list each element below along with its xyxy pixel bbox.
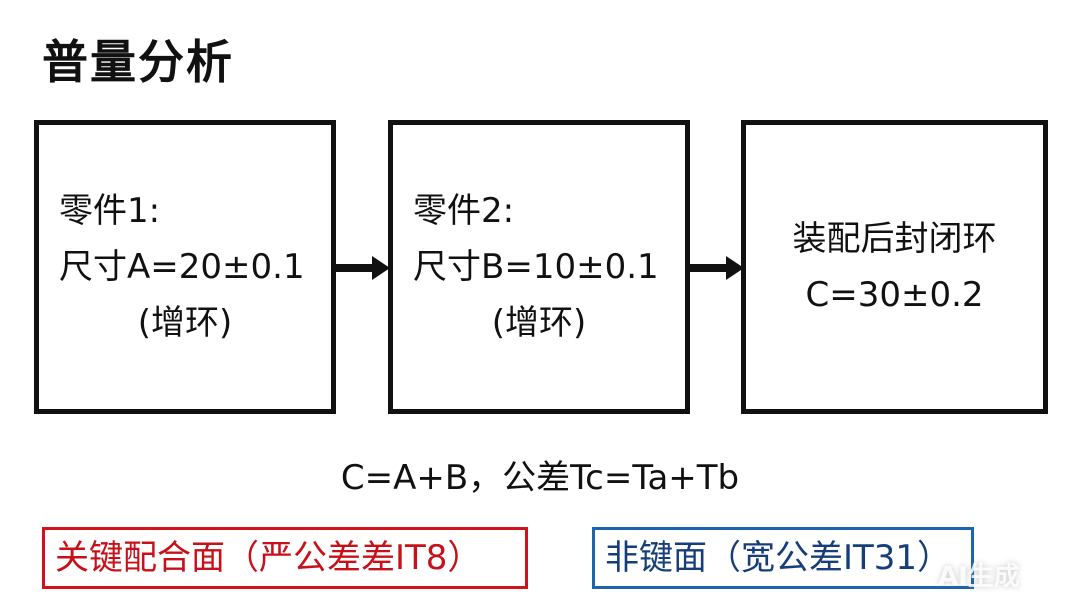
part1-dimension: 尺寸A=20±0.1 bbox=[59, 247, 305, 287]
part2-type: (增环) bbox=[491, 303, 587, 343]
noncritical-surface-tag: 非键面（宽公差IT31） bbox=[592, 527, 974, 589]
closed-loop-label: 装配后封闭环 bbox=[792, 219, 997, 259]
arrow-icon bbox=[336, 256, 390, 280]
watermark: AI生成 bbox=[938, 562, 1020, 592]
part1-type: (增环) bbox=[137, 303, 233, 343]
page-title: 普量分析 bbox=[42, 35, 234, 89]
closed-loop-box: 装配后封闭环 C=30±0.2 bbox=[741, 120, 1048, 414]
part2-box: 零件2: 尺寸B=10±0.1 (增环) bbox=[388, 120, 690, 414]
part2-label: 零件2: bbox=[413, 191, 515, 231]
part1-label: 零件1: bbox=[59, 191, 161, 231]
formula: C=A+B，公差Tc=Ta+Tb bbox=[340, 458, 740, 498]
part2-dimension: 尺寸B=10±0.1 bbox=[413, 247, 659, 287]
part1-box: 零件1: 尺寸A=20±0.1 (增环) bbox=[34, 120, 336, 414]
critical-surface-tag: 关键配合面（严公差差IT8） bbox=[42, 527, 528, 589]
arrow-icon bbox=[690, 256, 744, 280]
closed-loop-dimension: C=30±0.2 bbox=[805, 275, 984, 315]
